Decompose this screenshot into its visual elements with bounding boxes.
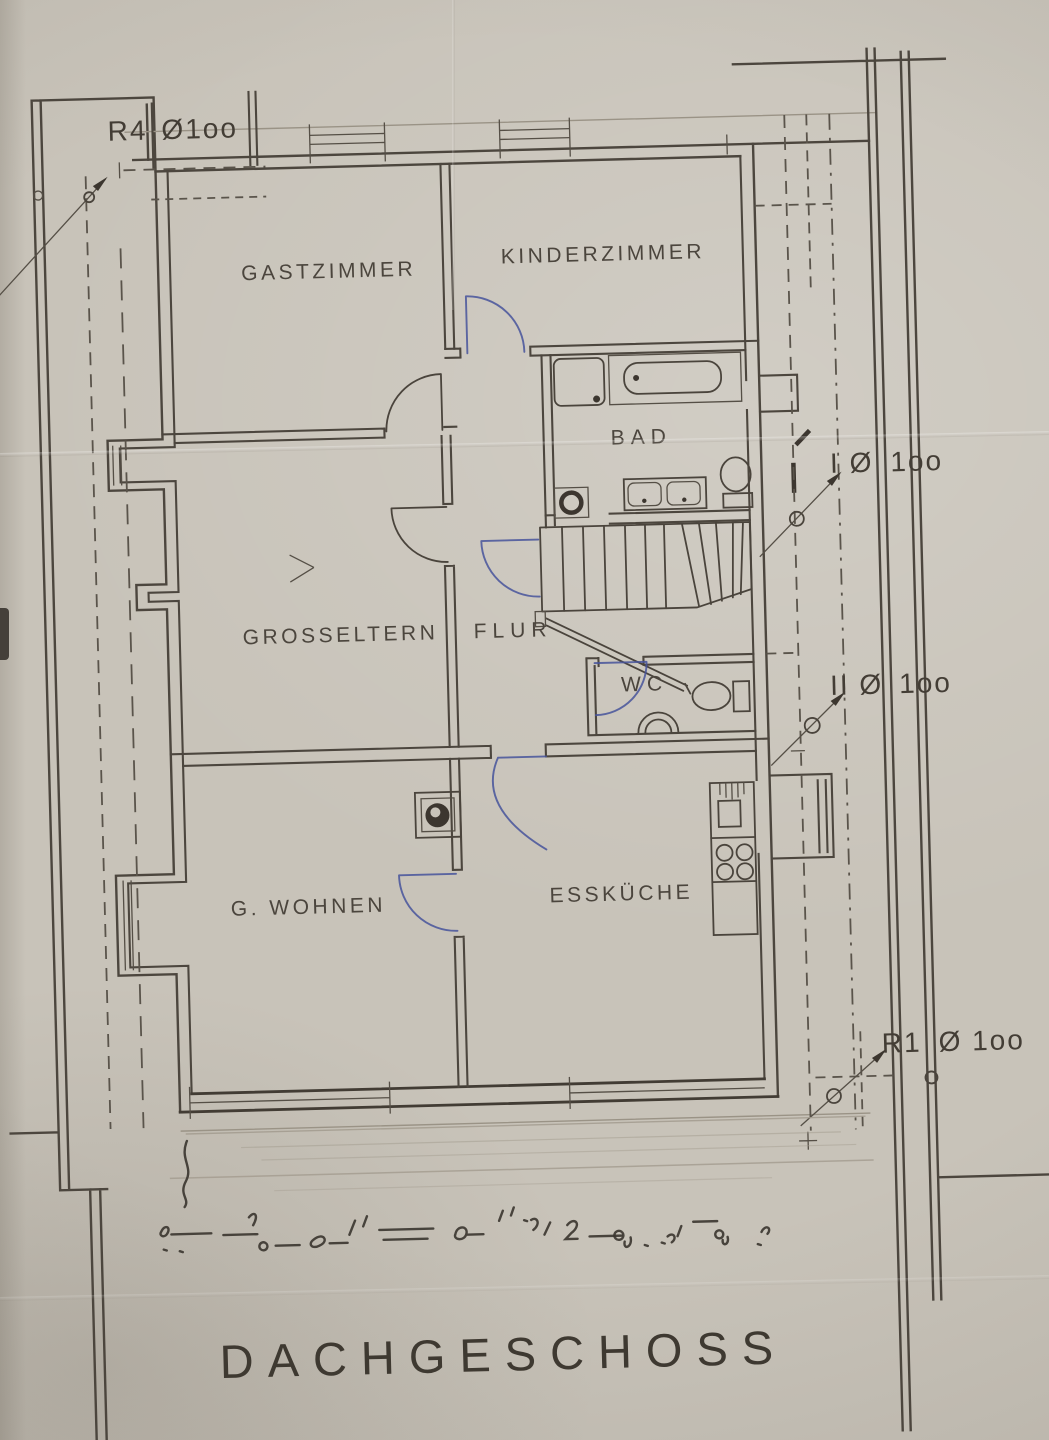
bath-fixtures [552, 351, 754, 519]
room-label-esskueche: ESSKÜCHE [549, 881, 693, 908]
pipe-annotation-arrows [0, 176, 939, 1127]
shower [552, 357, 606, 407]
pipe-annotations: R4 Ø1oo I Ø 1oo II Ø 1oo R1 Ø 1oo [107, 112, 1025, 1059]
room-label-g-wohnen: G. WOHNEN [231, 894, 387, 921]
room-label-flur: FLUR [473, 618, 552, 643]
door-arcs-blue [398, 295, 648, 932]
kitchen-sink [717, 799, 742, 828]
annotation-ii-label: II Ø [830, 669, 884, 701]
tub-drain-icon [633, 374, 640, 381]
room-label-kinderzimmer: KINDERZIMMER [501, 240, 706, 268]
floor-drain-icon [559, 490, 584, 515]
floor-title: DACHGESCHOSS [219, 1320, 788, 1388]
annotation-r4-value: Ø1oo [161, 112, 238, 145]
kitchen-fixtures [708, 781, 759, 937]
exterior-walls [9, 47, 1049, 1440]
photo-edge-notch [0, 608, 9, 660]
crease-chevron [289, 554, 315, 583]
chimney [413, 790, 462, 839]
bathtub [623, 360, 723, 395]
double-sink [622, 476, 708, 512]
room-label-gastzimmer: GASTZIMMER [241, 258, 417, 286]
door-arcs-ink [385, 373, 449, 563]
room-label-wc: WC [621, 672, 669, 696]
shower-drain-icon [593, 395, 601, 403]
toilet-wc [691, 681, 732, 711]
annotation-r1-label: R1 [881, 1027, 922, 1059]
room-label-bad: BAD [610, 425, 672, 450]
windows [112, 117, 765, 1119]
annotation-r1-value: Ø 1oo [938, 1024, 1025, 1057]
pencil-squiggles [159, 1139, 771, 1254]
stove [715, 843, 754, 881]
annotation-r4-label: R4 [107, 115, 148, 147]
bathtub-deck [607, 351, 743, 406]
room-labels: GASTZIMMER KINDERZIMMER BAD GROSSELTERN … [231, 240, 706, 921]
annotation-ii-value: 1oo [899, 667, 953, 699]
stair-rail [534, 610, 692, 695]
staircase [539, 521, 753, 613]
dashed-roof-lines [84, 113, 894, 1150]
annotation-i-value: 1oo [890, 445, 944, 477]
wc-sink [637, 711, 680, 734]
annotation-i-label: I Ø [830, 447, 874, 479]
floor-drain-box [553, 486, 590, 519]
room-label-grosseltern: GROSSELTERN [242, 621, 438, 649]
wc-fixtures [637, 680, 751, 734]
terrace-lines [169, 1115, 874, 1192]
toilet-bad [719, 456, 752, 493]
